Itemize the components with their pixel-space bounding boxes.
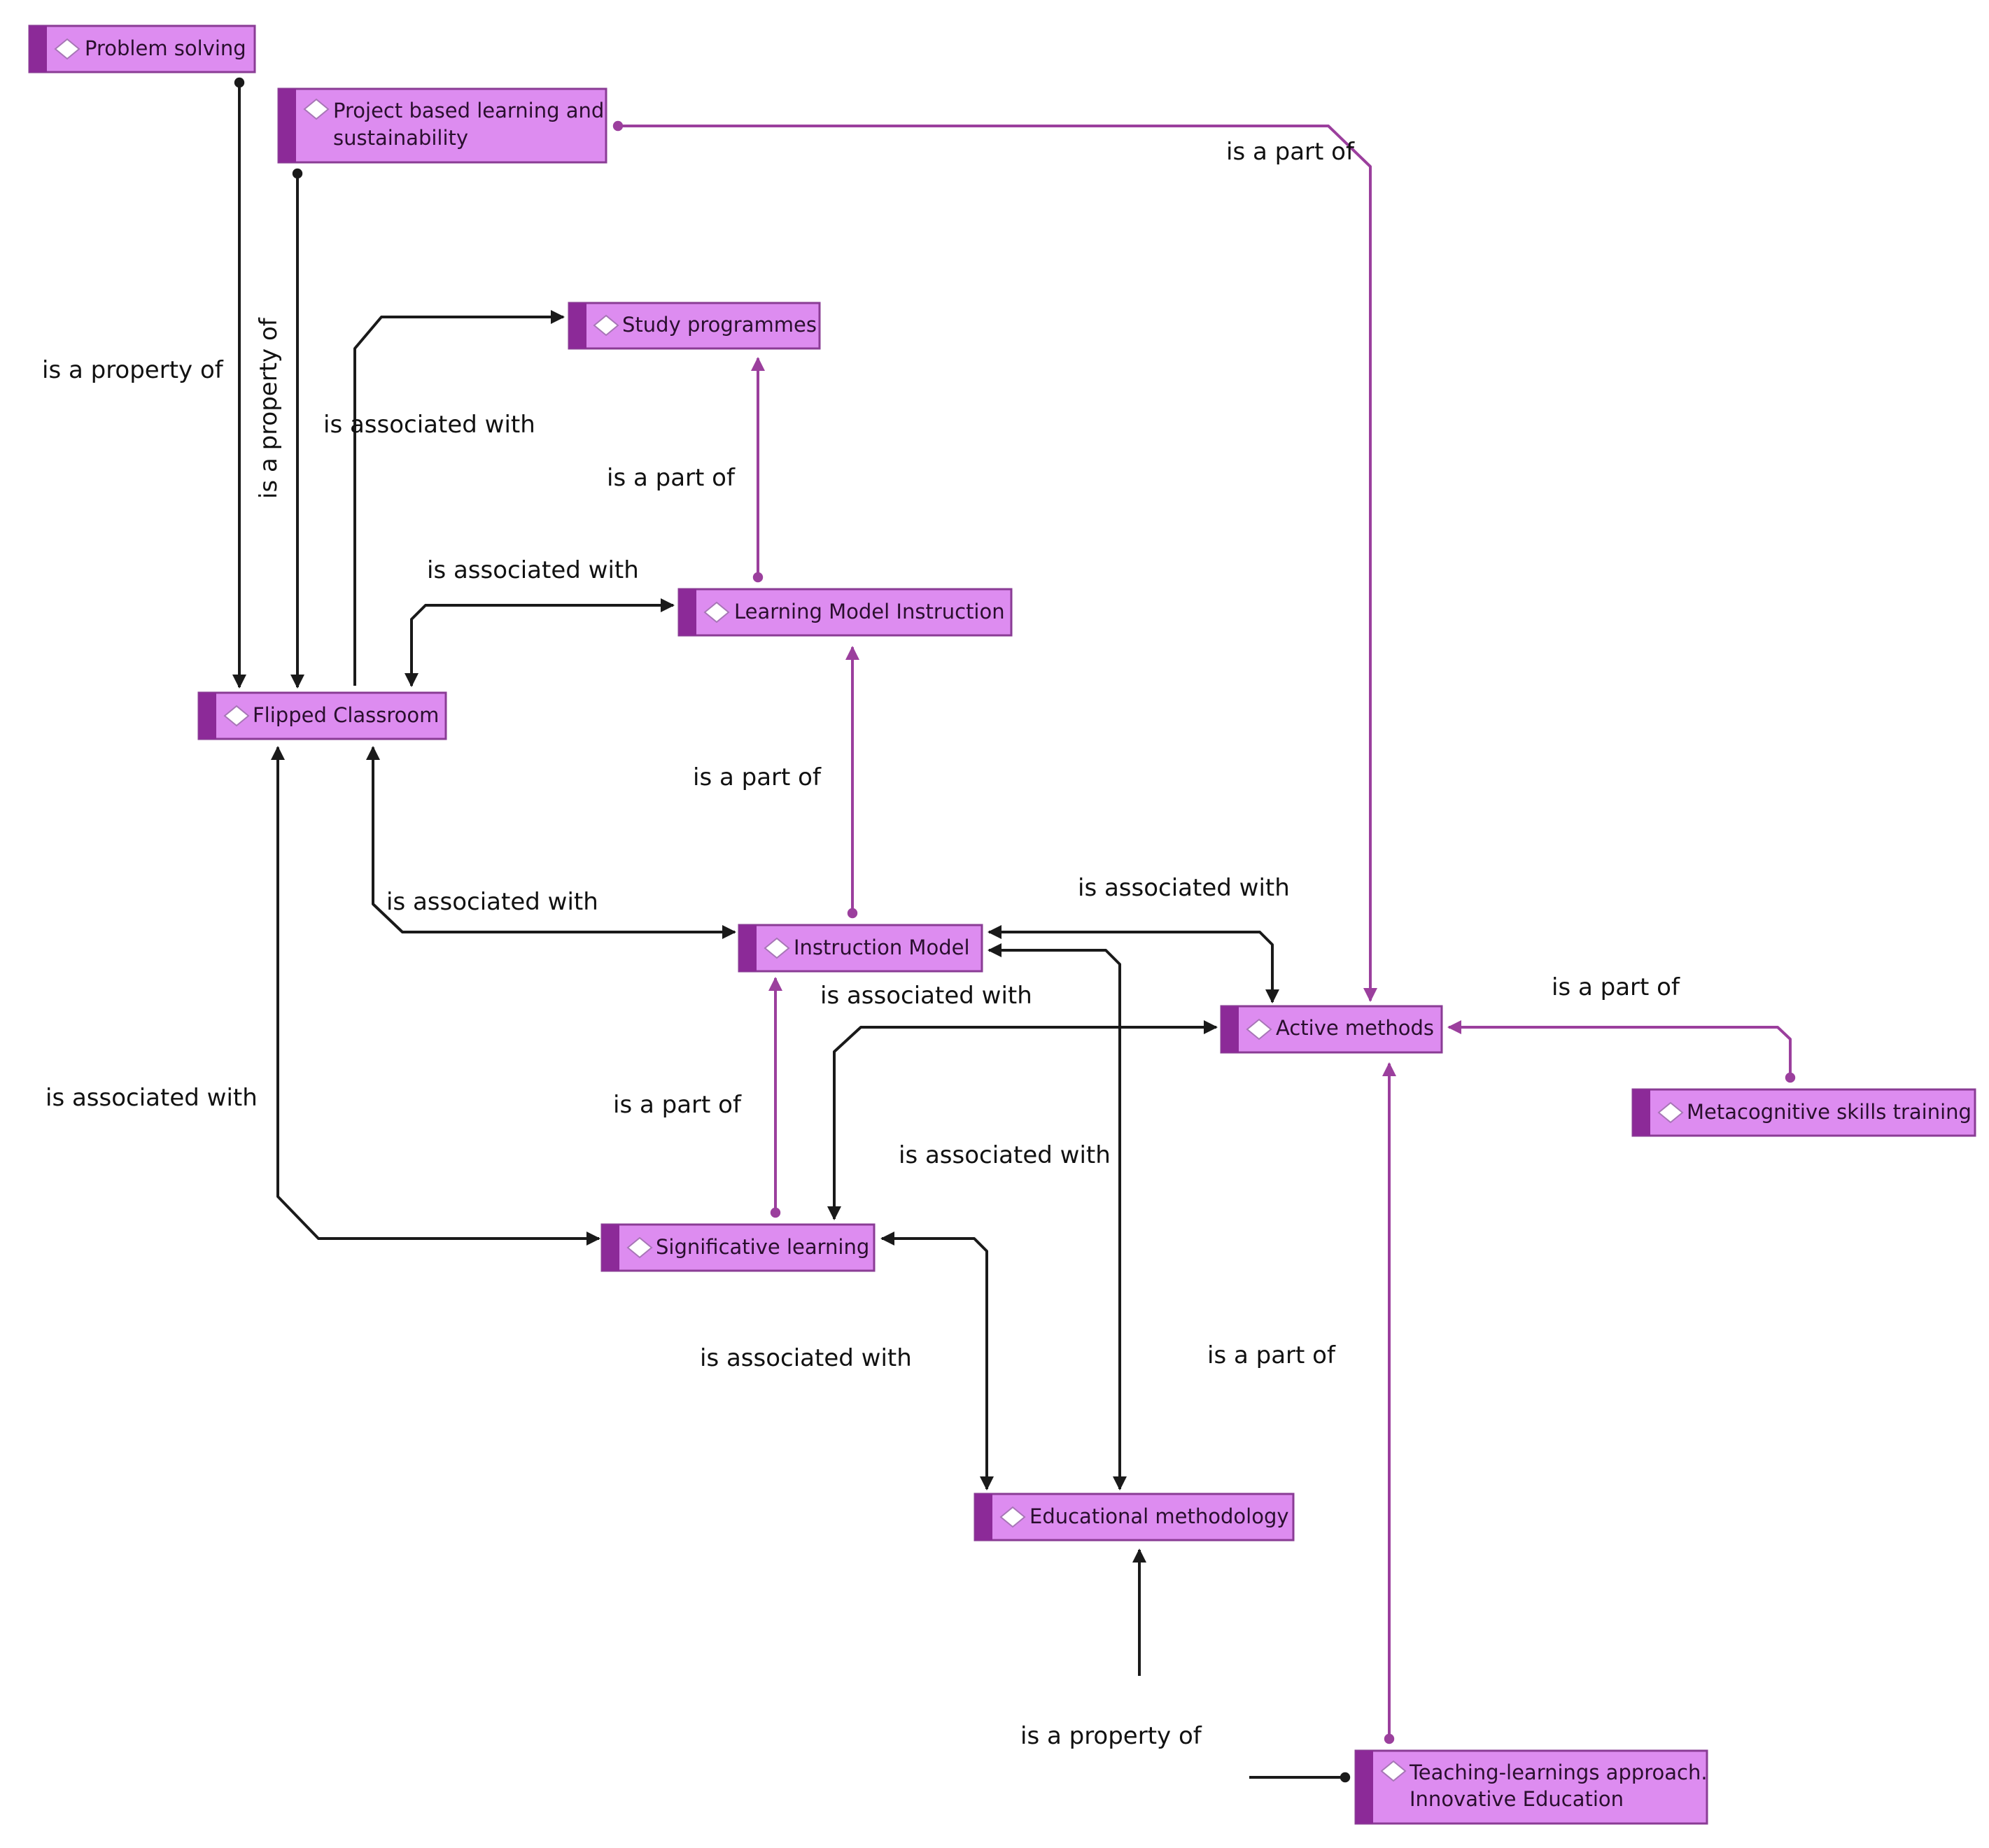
diamond-icon (1657, 1101, 1684, 1124)
node-project-based-learning[interactable]: Project based learning and sustainabilit… (277, 87, 607, 164)
node-label: Metacognitive skills training (1687, 1100, 1972, 1124)
node-teaching-learnings-approach[interactable]: Teaching-learnings approach. Innovative … (1354, 1749, 1708, 1825)
node-label: Learning Model Instruction (734, 600, 1005, 623)
label-property-teaching-educational: is a property of (1020, 1722, 1202, 1750)
diamond-icon (54, 38, 80, 60)
edge-project-based-active-methods (612, 120, 1377, 1002)
label-associated-significative-educational: is associated with (700, 1344, 912, 1372)
diamond-icon (223, 705, 250, 727)
node-label: Project based learning and (333, 99, 604, 122)
label-part-project-active: is a part of (1226, 138, 1355, 166)
node-metacognitive-skills[interactable]: Metacognitive skills training (1631, 1088, 1976, 1137)
node-study-programmes[interactable]: Study programmes (568, 302, 821, 350)
diamond-icon (626, 1236, 653, 1259)
node-learning-model-instruction[interactable]: Learning Model Instruction (677, 588, 1013, 637)
diamond-icon (593, 314, 619, 337)
node-instruction-model[interactable]: Instruction Model (738, 924, 983, 973)
nodes: Problem solving Project based learning a… (28, 24, 1976, 1825)
node-label: Teaching-learnings approach. (1409, 1761, 1708, 1784)
node-problem-solving[interactable]: Problem solving (28, 24, 256, 73)
diamond-icon (1380, 1760, 1407, 1782)
node-flipped-classroom[interactable]: Flipped Classroom (197, 691, 447, 740)
label-associated-flipped-significative: is associated with (45, 1084, 258, 1112)
label-property-project-based: is a property of (255, 317, 283, 499)
edge-metacognitive-active-methods (1447, 1020, 1796, 1083)
label-associated-flipped-instruction: is associated with (386, 888, 598, 916)
label-associated-instruction-active: is associated with (1078, 874, 1290, 902)
label-part-significative-instruction: is a part of (613, 1091, 742, 1119)
node-label: Problem solving (85, 36, 246, 60)
edge-flipped-significative (271, 746, 600, 1246)
diamond-icon (703, 601, 730, 623)
label-associated-significative-active: is associated with (820, 982, 1032, 1010)
edge-flipped-study-programmes (353, 310, 565, 686)
edge-significative-educational (880, 1232, 994, 1490)
node-label: Educational methodology (1029, 1504, 1289, 1528)
diamond-icon (303, 98, 330, 120)
diamond-icon (999, 1506, 1026, 1528)
diamond-icon (764, 937, 790, 959)
label-part-learning-study: is a part of (607, 464, 736, 492)
node-label: Active methods (1276, 1016, 1434, 1040)
node-active-methods[interactable]: Active methods (1220, 1005, 1443, 1054)
label-associated-instruction-educational: is associated with (899, 1141, 1111, 1169)
edges (232, 77, 1796, 1783)
node-label: Instruction Model (794, 936, 970, 959)
label-property-problem-solving: is a property of (42, 356, 224, 384)
edge-instruction-model-active-methods (988, 925, 1279, 1003)
edge-instruction-model-educational (988, 943, 1127, 1490)
label-part-metacognitive-active: is a part of (1552, 973, 1680, 1001)
node-significative-learning[interactable]: Significative learning (600, 1223, 876, 1272)
node-label: Significative learning (656, 1235, 869, 1259)
edge-labels: is a property of is a property of is ass… (42, 138, 1680, 1750)
edge-flipped-learning-model (405, 598, 675, 687)
diamond-icon (1246, 1018, 1272, 1041)
node-label: sustainability (333, 126, 468, 150)
label-part-teaching-active: is a part of (1207, 1341, 1336, 1369)
node-label: Flipped Classroom (253, 703, 439, 727)
node-label: Innovative Education (1410, 1787, 1624, 1811)
label-associated-learning-model: is associated with (427, 556, 639, 584)
label-part-instruction-learning: is a part of (693, 763, 822, 791)
node-label: Study programmes (622, 313, 817, 337)
edge-significative-active-methods (827, 1020, 1218, 1220)
node-educational-methodology[interactable]: Educational methodology (974, 1493, 1295, 1542)
label-associated-study-programmes: is associated with (323, 411, 535, 439)
